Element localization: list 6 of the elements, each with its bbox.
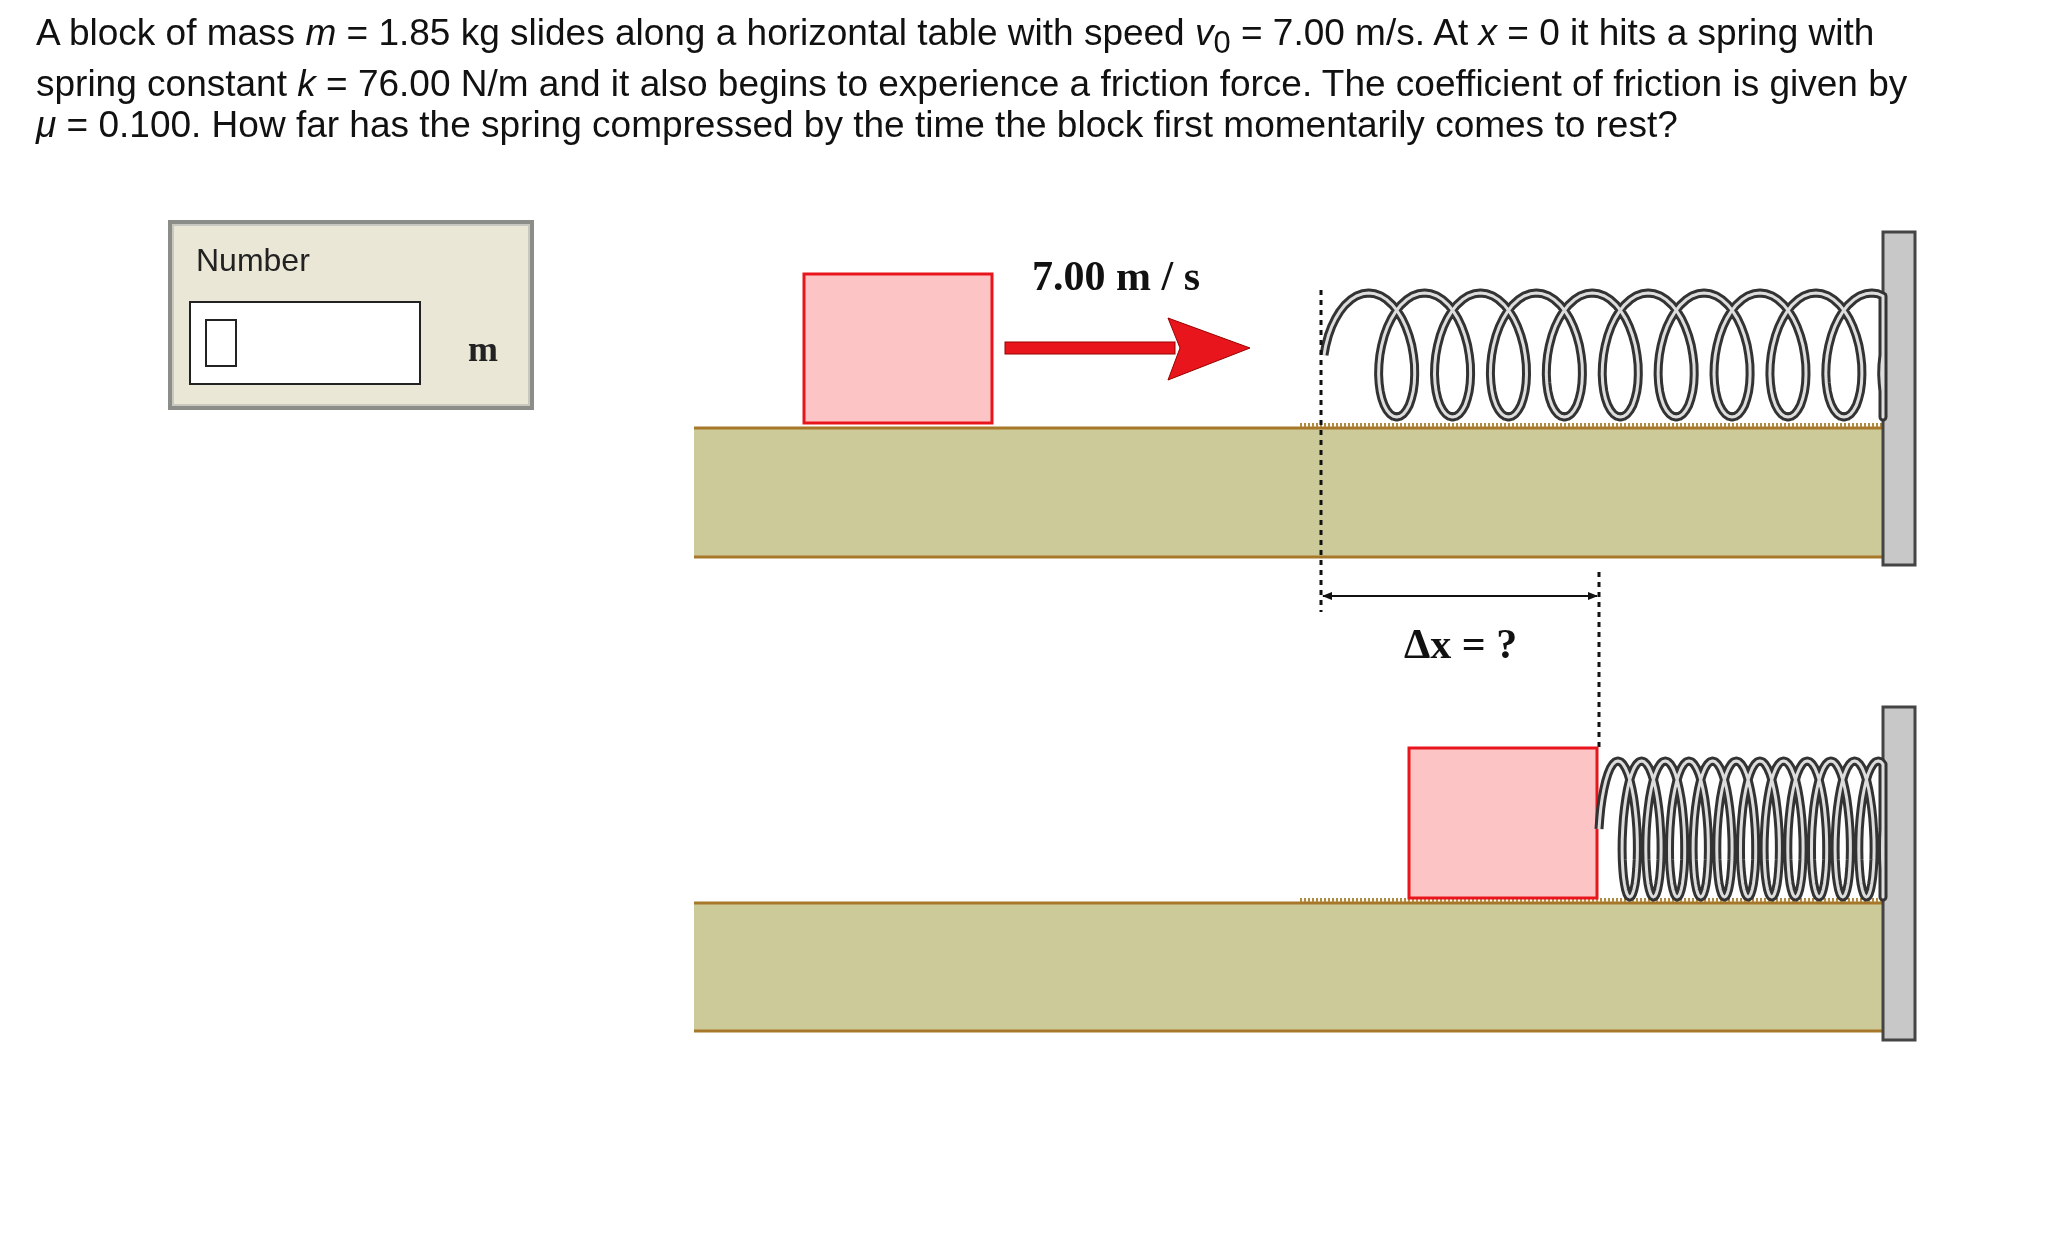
question-text: A block of mass m = 1.85 kg slides along a horizontal table with speed v$_{0}$ = 7.00 m/s. At x = 0 it hits a spring with spring constant k = 76.00 N/m and it also begins to experience a friction force. The coefficient of friction is given by μ = 0.100. How far has the spring compressed by the time the block first momentarily comes to rest? bbox=[36, 12, 1909, 146]
speed-label: 7.00 m / s bbox=[1032, 252, 1200, 300]
field-label: Number bbox=[196, 242, 310, 279]
unit-label: m bbox=[468, 328, 498, 370]
answer-panel bbox=[168, 220, 534, 410]
dimension-label: Δx = ? bbox=[1404, 620, 1518, 668]
